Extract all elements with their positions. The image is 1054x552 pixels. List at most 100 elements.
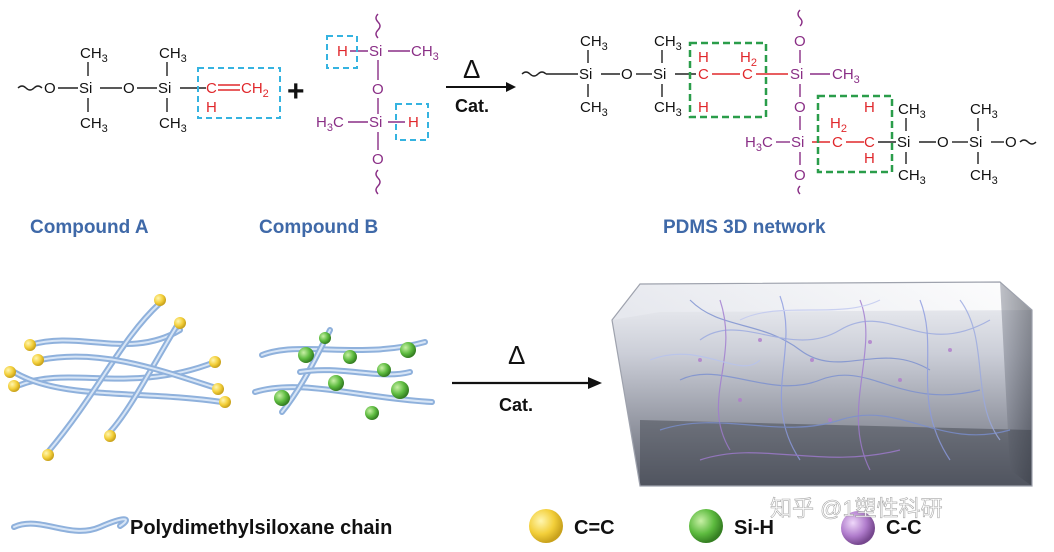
atom-c: C	[742, 66, 753, 83]
vinyl-end-sphere	[219, 396, 231, 408]
atom-c: C	[832, 134, 843, 151]
vinyl-end-sphere	[42, 449, 54, 461]
vinyl-chain-bundle	[4, 294, 231, 461]
atom-ch3: CH3	[898, 101, 926, 121]
vinyl-end-sphere	[212, 383, 224, 395]
atom-si: Si	[653, 66, 666, 83]
compound-a-structure: O Si CH3 CH3 O Si CH3 CH3 C CH2 H	[17, 45, 281, 135]
pdms-network-structure: Si CH3 CH3 O Si CH3 CH3 H C H H2 C Si CH…	[521, 9, 1037, 195]
sih-sphere	[319, 332, 331, 344]
legend-sih-label: Si-H	[734, 517, 774, 539]
atom-si: Si	[79, 80, 92, 97]
sih-sphere	[298, 347, 314, 363]
atom-h: H	[206, 99, 217, 116]
sih-sphere	[365, 406, 379, 420]
atom-o: O	[794, 167, 806, 184]
legend: Polydimethylsiloxane chain C=C Si-H C-C	[11, 509, 922, 545]
atom-o: O	[937, 134, 949, 151]
catalyst-label: Cat.	[499, 395, 533, 415]
reaction-arrow-bottom: Δ Cat.	[452, 340, 602, 415]
atom-ch3: CH3	[898, 167, 926, 187]
vinyl-end-sphere	[32, 354, 44, 366]
atom-si: Si	[579, 66, 592, 83]
atom-h3c: H3C	[316, 114, 344, 134]
atom-o: O	[794, 99, 806, 116]
atom-o: O	[372, 81, 384, 98]
legend-cc-single-sphere	[841, 511, 875, 545]
atom-o: O	[621, 66, 633, 83]
legend-cc-single-label: C-C	[886, 517, 922, 539]
atom-ch3: CH3	[654, 99, 682, 119]
sih-highlight-box	[395, 103, 429, 141]
atom-ch3: CH3	[580, 99, 608, 119]
atom-h: H	[698, 99, 709, 116]
pdms-cured-block	[611, 281, 1033, 487]
atom-si: Si	[969, 134, 982, 151]
atom-h: H	[864, 99, 875, 116]
atom-c-vinyl: C	[206, 80, 217, 97]
chain-continuation-wavy	[17, 85, 43, 91]
atom-ch3: CH3	[159, 115, 187, 135]
atom-ch3: CH3	[970, 167, 998, 187]
atom-ch3: CH3	[580, 33, 608, 53]
vinyl-end-sphere	[8, 380, 20, 392]
vinyl-end-sphere	[154, 294, 166, 306]
vinyl-end-sphere	[24, 339, 36, 351]
atom-ch3: CH3	[654, 33, 682, 53]
sih-sphere	[274, 390, 290, 406]
atom-ch3: CH3	[80, 115, 108, 135]
atom-si: Si	[897, 134, 910, 151]
atom-h2: H2	[740, 49, 757, 69]
atom-h: H	[698, 49, 709, 66]
atom-si: Si	[791, 134, 804, 151]
atom-h2: H2	[830, 115, 847, 135]
compound-b-structure: Si H CH3 O Si H3C H O	[316, 13, 439, 195]
atom-o: O	[372, 151, 384, 168]
atom-si: Si	[369, 43, 382, 60]
watermark: 知乎 @1塑性科研	[770, 496, 943, 521]
atom-si: Si	[790, 66, 803, 83]
network-caption: PDMS 3D network	[663, 217, 826, 238]
sih-sphere	[391, 381, 409, 399]
sih-chain-bundle	[252, 327, 435, 420]
sih-sphere	[400, 342, 416, 358]
atom-ch3: CH3	[411, 43, 439, 63]
atom-h: H	[408, 114, 419, 131]
catalyst-label: Cat.	[455, 96, 489, 116]
vinyl-end-sphere	[104, 430, 116, 442]
heat-symbol: Δ	[463, 54, 480, 84]
atom-ch2: CH2	[241, 80, 269, 100]
atom-o: O	[794, 33, 806, 50]
new-cc-bond-highlight-box	[688, 41, 768, 119]
atom-ch3: CH3	[970, 101, 998, 121]
vinyl-group-highlight-box	[197, 67, 281, 119]
sih-sphere	[328, 375, 344, 391]
atom-ch3: CH3	[80, 45, 108, 65]
sih-highlight-box	[326, 35, 358, 69]
compound-b-caption: Compound B	[259, 217, 378, 238]
atom-c: C	[864, 134, 875, 151]
legend-cc-double-sphere	[529, 509, 563, 543]
atom-c: C	[698, 66, 709, 83]
atom-si: Si	[369, 114, 382, 131]
new-cc-bond-highlight-box	[816, 94, 894, 174]
atom-h: H	[337, 43, 348, 60]
vinyl-end-sphere	[209, 356, 221, 368]
atom-h: H	[864, 150, 875, 167]
atom-o: O	[123, 80, 135, 97]
vinyl-end-sphere	[174, 317, 186, 329]
plus-sign: +	[287, 75, 305, 108]
atom-si: Si	[158, 80, 171, 97]
embedded-network-strands	[649, 295, 1011, 471]
atom-ch3: CH3	[159, 45, 187, 65]
vinyl-end-sphere	[4, 366, 16, 378]
legend-sih-sphere	[689, 509, 723, 543]
atom-o: O	[44, 80, 56, 97]
atom-o: O	[1005, 134, 1017, 151]
compound-a-caption: Compound A	[30, 217, 149, 238]
sih-sphere	[377, 363, 391, 377]
legend-cc-double-label: C=C	[574, 517, 615, 539]
reaction-arrow-top: Δ Cat.	[446, 54, 516, 116]
atom-h3c: H3C	[745, 134, 773, 154]
